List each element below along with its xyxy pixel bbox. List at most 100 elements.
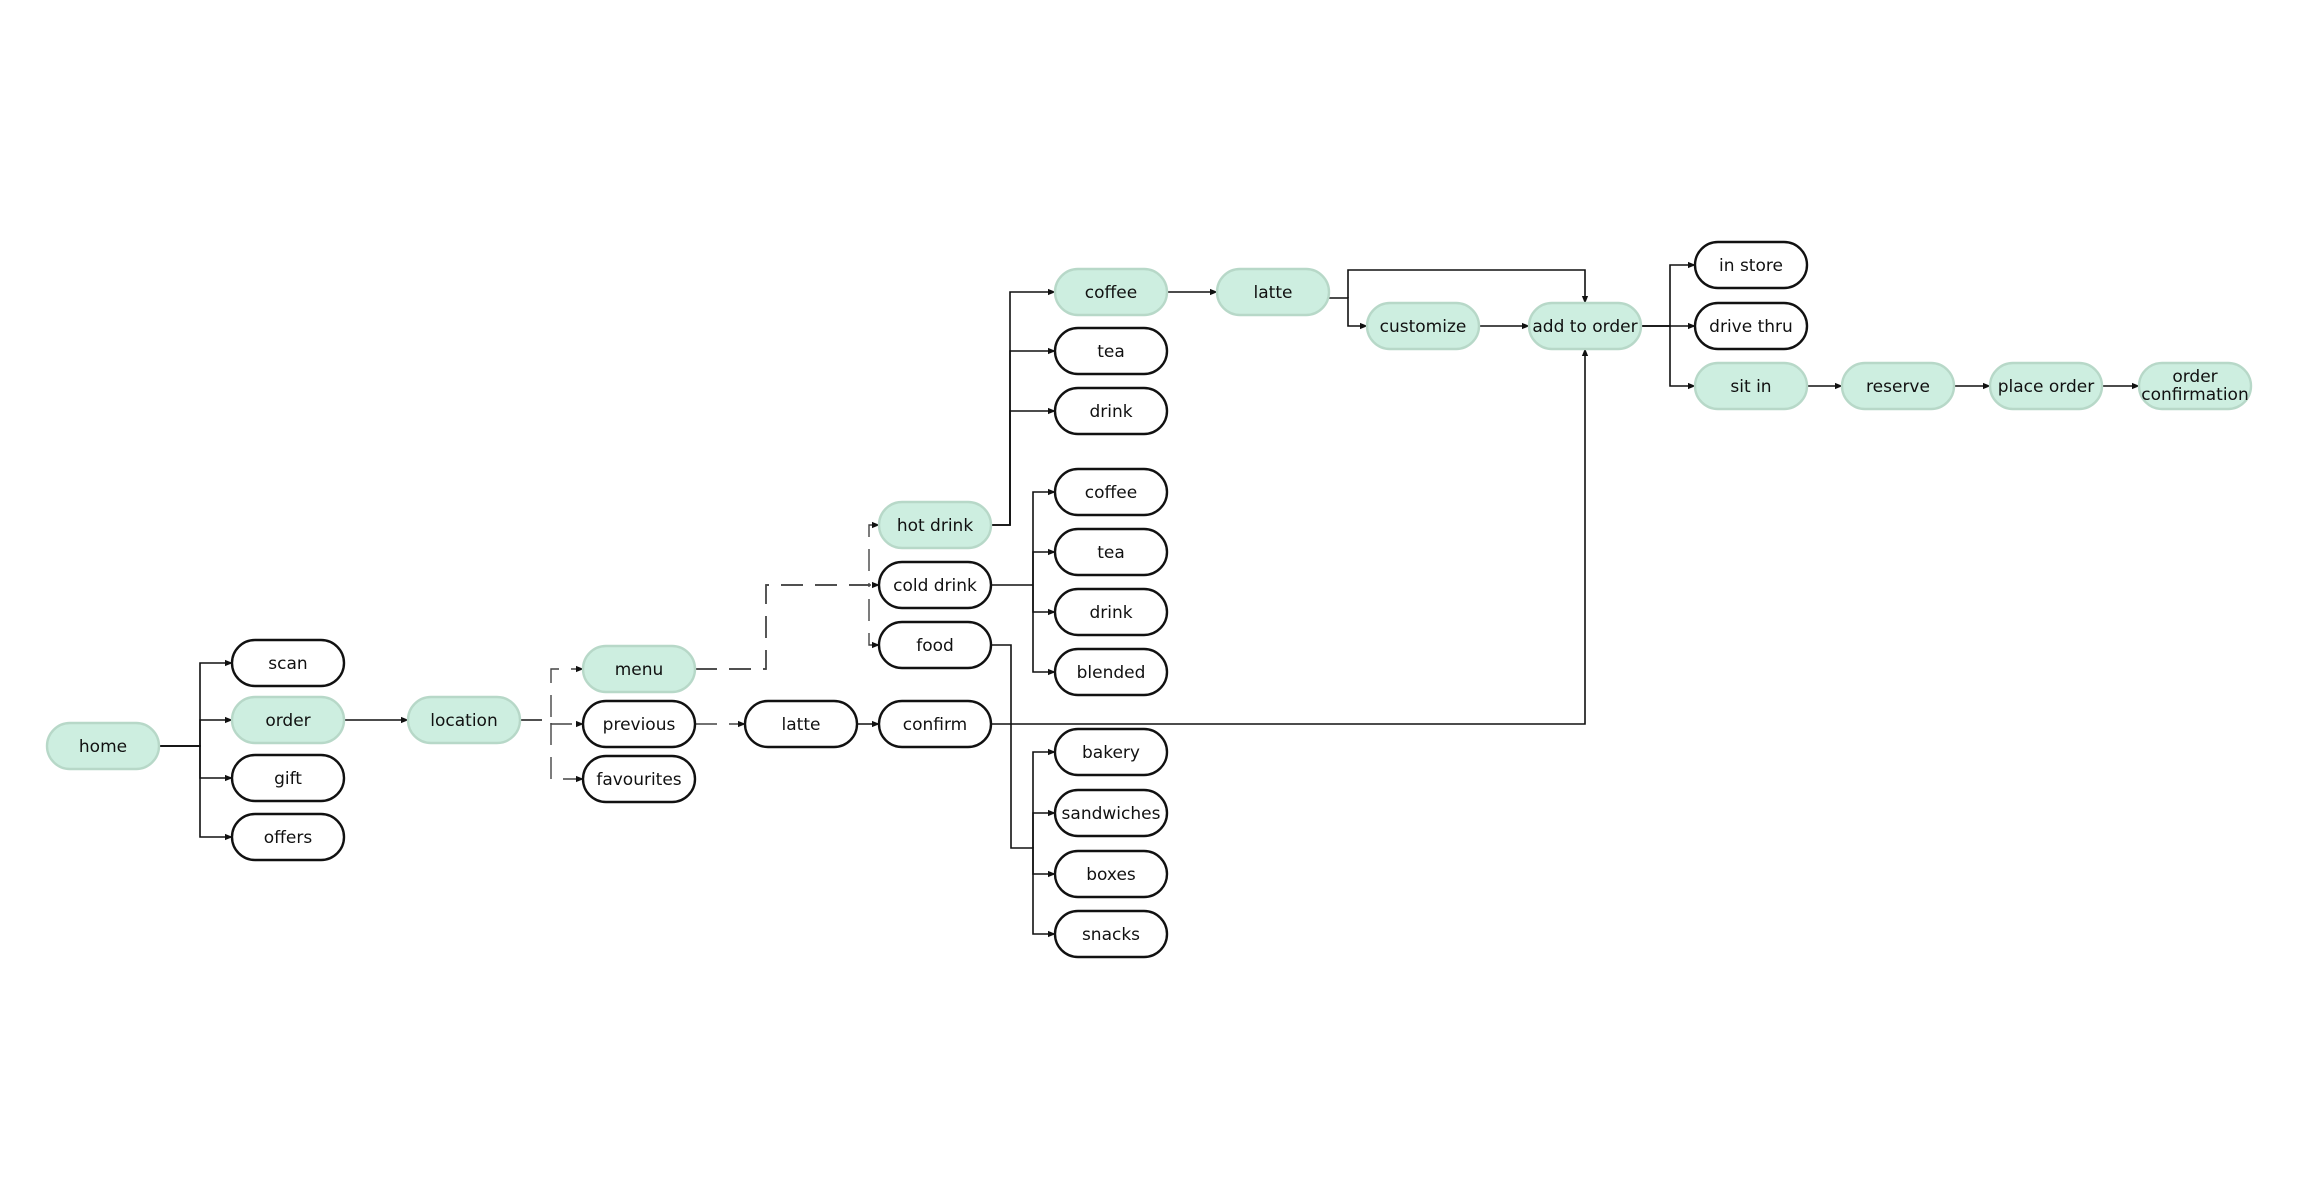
node-label: customize (1380, 317, 1467, 337)
node-place-order: place order (1988, 361, 2104, 411)
node-box (1053, 587, 1169, 637)
node-label: boxes (1086, 865, 1136, 885)
edge-food-to-bakery (1032, 748, 1056, 848)
node-label: home (79, 737, 127, 757)
node-hot-drink-item: drink (1053, 386, 1169, 436)
node-order: order (230, 695, 346, 745)
node-box (45, 721, 161, 771)
node-snacks: snacks (1053, 909, 1169, 959)
node-box (877, 500, 993, 550)
node-label: bakery (1082, 743, 1140, 763)
node-box (230, 638, 346, 688)
node-confirm: confirm (877, 699, 993, 749)
node-label: blended (1077, 663, 1146, 683)
edge-add-to-order-to-in-store (1641, 261, 1696, 327)
edge-menu-to-food (695, 584, 880, 670)
node-previous: previous (581, 699, 697, 749)
node-label: scan (268, 654, 307, 674)
edge-food-to-sandwiches (1032, 809, 1056, 848)
node-reserve: reserve (1840, 361, 1956, 411)
node-label: sit in (1730, 377, 1771, 397)
edge-confirm-to-add-to-order (991, 348, 1589, 725)
node-box (1840, 361, 1956, 411)
node-label: favourites (596, 770, 681, 790)
edge-menu-to-hot-drink (695, 521, 880, 670)
edge-cold-drink-to-blended (1032, 585, 1056, 676)
node-label: in store (1719, 256, 1783, 276)
node-box (1693, 301, 1809, 351)
node-box (1053, 727, 1169, 777)
node-box (2137, 361, 2253, 411)
node-box (1693, 240, 1809, 290)
node-box (1693, 361, 1809, 411)
node-offers: offers (230, 812, 346, 862)
edge-hot-drink-to-hot-drink-item (991, 407, 1056, 526)
node-box (581, 644, 697, 694)
node-box (1053, 267, 1169, 317)
node-label: hot drink (897, 516, 974, 536)
node-label: tea (1097, 342, 1125, 362)
node-label: latte (1254, 283, 1293, 303)
edge-hot-drink-to-hot-coffee (991, 288, 1056, 526)
node-hot-coffee: coffee (1053, 267, 1169, 317)
node-sandwiches: sandwiches (1053, 788, 1169, 838)
node-label: coffee (1085, 283, 1137, 303)
node-label: previous (603, 715, 676, 735)
node-box (1053, 386, 1169, 436)
node-box (877, 560, 993, 610)
node-sit-in: sit in (1693, 361, 1809, 411)
node-favourites: favourites (581, 754, 697, 804)
node-scan: scan (230, 638, 346, 688)
edge-add-to-order-to-sit-in (1641, 325, 1696, 390)
edge-hot-drink-to-hot-tea (991, 347, 1056, 526)
node-cold-drink-item: drink (1053, 587, 1169, 637)
node-hot-tea: tea (1053, 326, 1169, 376)
edge-menu-to-cold-drink (695, 581, 880, 670)
node-box (230, 695, 346, 745)
node-add-to-order: add to order (1527, 301, 1643, 351)
node-cold-coffee: coffee (1053, 467, 1169, 517)
node-box (230, 812, 346, 862)
node-label: drink (1089, 402, 1132, 422)
node-label: location (430, 711, 497, 731)
node-bakery: bakery (1053, 727, 1169, 777)
edge-home-to-offers (159, 745, 233, 841)
node-label: sandwiches (1062, 804, 1161, 824)
node-drive-thru: drive thru (1693, 301, 1809, 351)
node-location: location (406, 695, 522, 745)
node-cold-tea: tea (1053, 527, 1169, 577)
node-label: snacks (1082, 925, 1140, 945)
node-cold-drink: cold drink (877, 560, 993, 610)
node-label: reserve (1866, 377, 1930, 397)
node-label: drink (1089, 603, 1132, 623)
node-food: food (877, 620, 993, 670)
node-box (877, 699, 993, 749)
node-latte-menu: latte (1215, 267, 1331, 317)
edge-food-to-boxes (991, 644, 1056, 878)
node-label: offers (264, 828, 313, 848)
node-box (1215, 267, 1331, 317)
edge-location-to-favourites (520, 719, 584, 783)
node-label: place order (1998, 377, 2094, 397)
edges-layer (159, 261, 2140, 938)
edge-home-to-scan (159, 659, 233, 747)
node-box (581, 699, 697, 749)
edge-cold-drink-to-cold-coffee (1032, 488, 1056, 585)
edge-home-to-gift (159, 745, 233, 782)
node-box (230, 753, 346, 803)
node-label: latte (782, 715, 821, 735)
edge-latte-menu-to-customize (1329, 297, 1368, 330)
node-box (1053, 647, 1169, 697)
node-home: home (45, 721, 161, 771)
node-box (1053, 909, 1169, 959)
node-label: food (916, 636, 954, 656)
node-menu: menu (581, 644, 697, 694)
edge-food-to-snacks (1032, 848, 1056, 938)
node-box (1053, 326, 1169, 376)
edge-location-to-menu (520, 665, 584, 721)
edge-cold-drink-to-cold-tea (1032, 548, 1056, 585)
node-box (1988, 361, 2104, 411)
node-label: tea (1097, 543, 1125, 563)
node-label: add to order (1532, 317, 1637, 337)
